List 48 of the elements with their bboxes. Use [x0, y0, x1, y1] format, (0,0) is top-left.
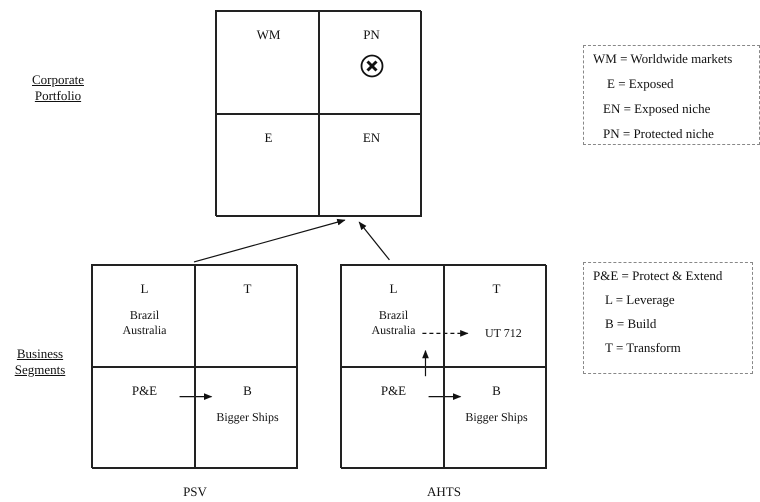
quadrant-note: Bigger Ships — [465, 410, 528, 425]
key-entry: T = Transform — [605, 340, 681, 356]
quadrant-code: WM — [256, 26, 282, 43]
matrix-cell — [195, 265, 298, 367]
quadrant-code: L — [388, 280, 398, 297]
row-heading: Business Segments — [14, 346, 66, 378]
key-entry: WM = Worldwide markets — [593, 51, 732, 67]
quadrant-code: PN — [362, 26, 381, 43]
quadrant-code: E — [264, 129, 274, 146]
matrix-title: PSV — [182, 483, 208, 500]
quadrant-code: L — [140, 280, 150, 297]
quadrant-code: T — [492, 280, 502, 297]
quadrant-code: T — [242, 280, 252, 297]
arrow — [358, 222, 390, 260]
matrix-cell — [92, 367, 195, 469]
key-entry: E = Exposed — [607, 76, 674, 92]
arrow — [428, 393, 462, 400]
dashed-arrow — [422, 330, 469, 337]
matrix-cell — [216, 11, 319, 114]
arrow — [422, 350, 429, 376]
arrow — [180, 393, 212, 400]
matrix-grid — [215, 10, 421, 216]
matrix-cell — [216, 114, 319, 217]
quadrant-note: Brazil Australia — [370, 308, 416, 338]
key-entry: P&E = Protect & Extend — [593, 268, 722, 284]
key-entry: EN = Exposed niche — [603, 101, 710, 117]
key-entry: PN = Protected niche — [603, 126, 714, 142]
quadrant-note: Brazil Australia — [122, 308, 168, 338]
quadrant-note: UT 712 — [485, 326, 522, 341]
matrix-cell — [341, 265, 444, 367]
matrix-cell — [341, 367, 444, 469]
quadrant-note: Bigger Ships — [216, 410, 279, 425]
quadrant-code: P&E — [130, 382, 158, 399]
matrix-cell — [319, 11, 422, 114]
matrix-cell — [92, 265, 195, 367]
quadrant-code: B — [491, 382, 502, 399]
matrix-cell — [444, 265, 547, 367]
row-heading: Corporate Portfolio — [31, 72, 85, 104]
matrix-cell — [319, 114, 422, 217]
matrix-title: AHTS — [426, 483, 462, 500]
quadrant-code: EN — [362, 129, 382, 146]
key-entry: B = Build — [605, 316, 656, 332]
key-entry: L = Leverage — [605, 292, 675, 308]
quadrant-code: P&E — [380, 382, 408, 399]
matrix-cell — [195, 367, 298, 469]
quadrant-code: B — [242, 382, 253, 399]
matrix-cell — [444, 367, 547, 469]
arrow — [194, 218, 346, 263]
